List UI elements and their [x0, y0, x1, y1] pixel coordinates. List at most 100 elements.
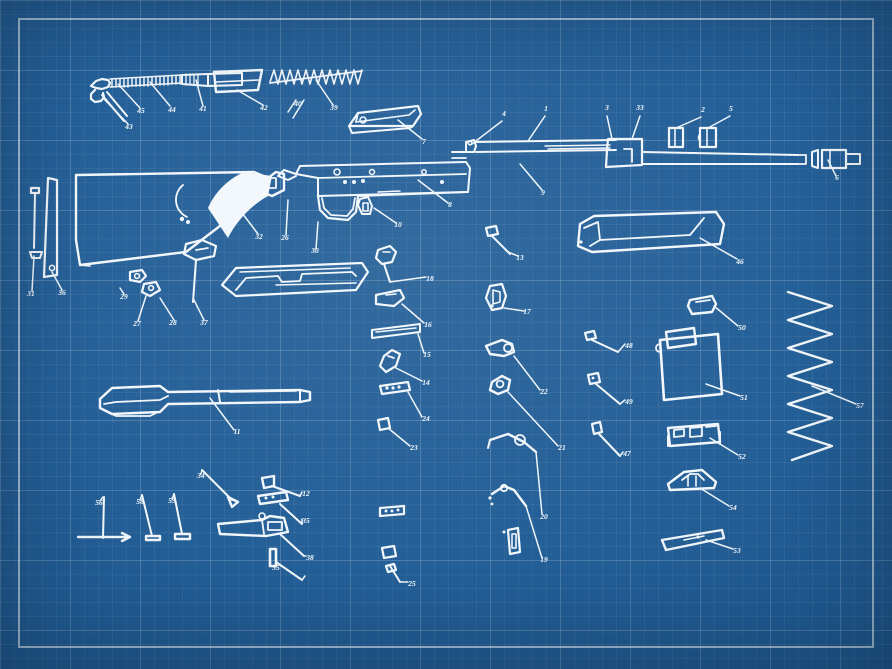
- callout-number: 41: [198, 104, 207, 113]
- callout-number: 49: [624, 397, 633, 406]
- callout-number: 13: [516, 253, 524, 262]
- callout-number: 33: [635, 103, 644, 112]
- callout-number: 34: [196, 471, 205, 480]
- callout-number: 24: [421, 414, 430, 423]
- callout-number: 40: [293, 99, 302, 108]
- part-detent-pin-lower: [378, 504, 406, 583]
- part-extractor: [484, 282, 508, 312]
- part-barrel-and-gas-cylinder: [451, 137, 861, 170]
- part-safety-lever: [374, 288, 406, 308]
- callout-number: 35: [301, 516, 310, 525]
- part-magazine-release-lever: [376, 416, 392, 432]
- part-magazine-spring: [786, 290, 834, 462]
- part-bolt-carrier: [347, 104, 423, 134]
- callout-number: 56: [95, 498, 103, 507]
- callout-number: 29: [119, 292, 128, 301]
- part-magazine-latch: [686, 294, 718, 316]
- part-trigger-bar: [371, 323, 421, 339]
- callout-number: 1: [544, 104, 548, 113]
- part-magazine-catch: [378, 380, 412, 396]
- callout-number: 12: [302, 489, 310, 498]
- callout-number: 52: [738, 452, 746, 461]
- callout-number: 47: [622, 449, 631, 458]
- callout-number: 21: [557, 443, 566, 452]
- part-hammer-strut: [487, 432, 538, 454]
- callout-number: 54: [729, 503, 737, 512]
- callout-number: 16: [424, 320, 432, 329]
- part-butt-plate-screw: [29, 186, 43, 259]
- part-bolt-slide: [220, 261, 370, 298]
- callout-number: 19: [540, 555, 548, 564]
- callout-number: 10: [394, 220, 402, 229]
- callout-number: 55: [272, 563, 280, 572]
- callout-number: 42: [259, 103, 268, 112]
- part-gas-piston-rod-assembly: [98, 384, 312, 417]
- callout-number: 36: [57, 288, 66, 297]
- callout-leader-lines: [31, 79, 857, 583]
- callout-number: 14: [422, 378, 430, 387]
- part-receiver-assembly: [277, 161, 471, 222]
- callout-number: 58: [136, 497, 144, 506]
- part-magazine-box: [655, 326, 724, 402]
- callout-number: 38: [305, 553, 314, 562]
- callout-number: 53: [733, 546, 741, 555]
- part-retaining-pin-a: [583, 329, 619, 353]
- part-sear: [488, 374, 512, 396]
- part-sear-spring-plate: [378, 348, 402, 374]
- part-firing-pin: [484, 224, 511, 255]
- callout-number: 39: [329, 103, 338, 112]
- part-handguard-clip: [667, 126, 685, 149]
- callout-number: 17: [523, 307, 531, 316]
- callout-number: 28: [168, 318, 177, 327]
- callout-number: 20: [539, 512, 548, 521]
- callout-number: 45: [136, 106, 145, 115]
- callout-number: 48: [624, 341, 633, 350]
- part-sling-swivel-group: [128, 238, 218, 303]
- part-cross-pin-c: [268, 547, 303, 581]
- callout-number: 7: [422, 137, 426, 146]
- callout-number: 50: [738, 323, 746, 332]
- callout-number: 44: [167, 105, 176, 114]
- callout-number: 11: [233, 427, 240, 436]
- part-magazine-floor-plate: [666, 422, 722, 448]
- callout-number: 43: [124, 122, 133, 131]
- part-follower-block: [212, 68, 264, 94]
- callout-number: 59: [168, 496, 176, 505]
- callout-number: 5: [729, 104, 733, 113]
- callout-number: 25: [407, 579, 416, 588]
- callout-number: 30: [310, 246, 319, 255]
- part-butt-plate: [42, 176, 59, 279]
- callout-number: 32: [254, 232, 263, 241]
- callout-number: 57: [856, 401, 864, 410]
- part-operating-rod-group: [89, 72, 243, 122]
- callout-number: 2: [700, 105, 705, 114]
- callout-number: 22: [539, 387, 548, 396]
- callout-number: 27: [132, 319, 141, 328]
- part-retaining-pin-c: [590, 420, 621, 457]
- part-retaining-pin-b: [586, 371, 621, 405]
- callout-number: 23: [409, 443, 418, 452]
- part-buttstock: [74, 170, 286, 267]
- part-disconnector: [488, 483, 528, 508]
- callout-number: 37: [199, 318, 208, 327]
- callout-number: 6: [835, 173, 839, 182]
- part-rear-sight-leaf: [660, 528, 726, 552]
- part-ejector: [484, 338, 516, 358]
- part-cross-pin-b: [256, 490, 303, 525]
- callout-number: 18: [426, 274, 434, 283]
- callout-number: 15: [423, 350, 431, 359]
- part-long-coil-spring: [269, 69, 363, 85]
- part-tack-pins-row: [76, 493, 192, 543]
- part-pin-long: [201, 469, 240, 509]
- callout-number: 4: [501, 109, 506, 118]
- callout-number: 51: [740, 393, 748, 402]
- callout-number: 46: [735, 257, 744, 266]
- part-hammer: [374, 244, 398, 283]
- callout-number: 9: [541, 188, 545, 197]
- part-magazine-follower: [666, 468, 718, 492]
- callout-number: 26: [280, 233, 289, 242]
- callout-number: 31: [26, 289, 35, 298]
- part-handguard: [576, 210, 726, 254]
